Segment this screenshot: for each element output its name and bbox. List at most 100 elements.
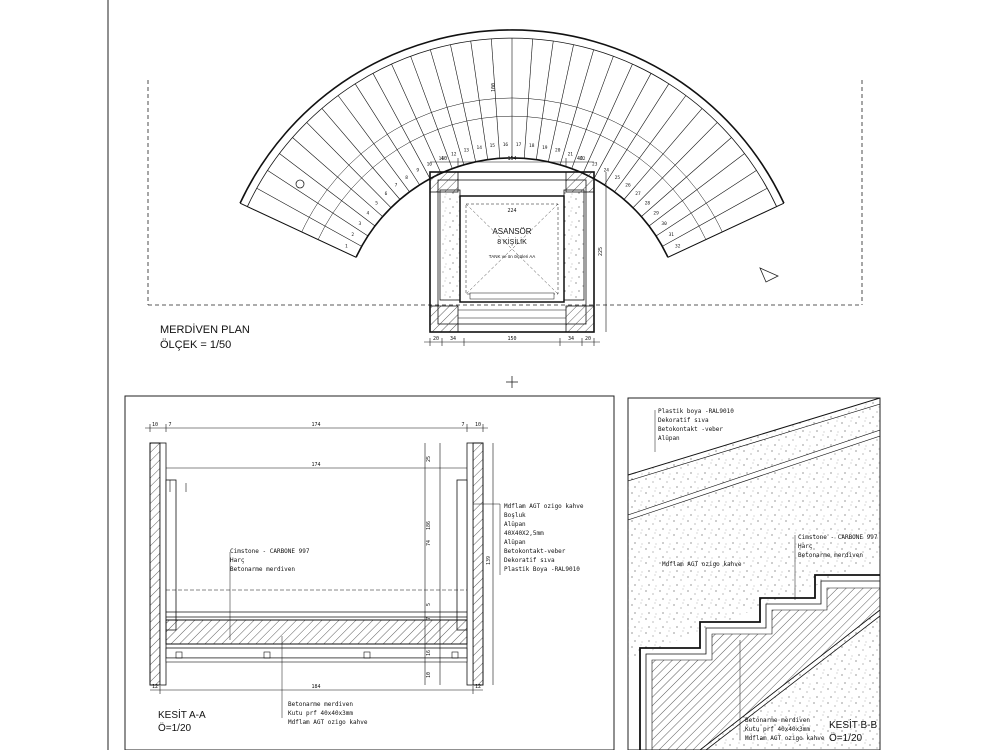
step-number: 5 (375, 201, 378, 207)
aa-dim-right-3: 5 (426, 603, 432, 606)
section-aa: 10 7 174 7 10 174 184 12 12 25 186 74 5 … (124, 395, 615, 750)
aa-dim-right-5: 16 (426, 650, 432, 656)
direction-arrow (759, 267, 779, 283)
stair-tread-line (559, 49, 594, 165)
step-number: 17 (516, 142, 522, 148)
aa-dim-right-4: 7 (426, 617, 432, 620)
stair-tread-line (523, 38, 533, 159)
step-number: 14 (476, 145, 482, 151)
aa-callout-bottom-1: Kutu prf 40x40x3mm (288, 710, 353, 717)
bb-title: KESİT B-B (829, 718, 877, 731)
plan-dim-bottom-0: 20 (433, 336, 439, 342)
bb-callout-bottom-1: Kutu prf 40x40x3mm (745, 726, 810, 733)
step-number: 2 (351, 232, 354, 238)
step-number: 13 (464, 148, 470, 154)
step-number: 32 (675, 244, 681, 250)
stair-tread-line (571, 56, 614, 169)
arc-dimension: 100 (491, 83, 497, 92)
step-number: 9 (416, 168, 419, 174)
aa-scale: Ö=1/20 (158, 722, 192, 734)
stair-tread-line (604, 83, 670, 186)
plan-dim-bottom-2: 150 (507, 336, 516, 342)
aa-callout-right-4: Alüpan (504, 539, 526, 546)
step-number: 19 (542, 145, 548, 151)
stair-tread-line (267, 170, 369, 237)
step-number: 15 (490, 143, 496, 149)
stair-tread-line (410, 56, 453, 169)
plan-dim-bottom-3: 34 (568, 336, 574, 342)
aa-dim-bottom-right: 12 (475, 684, 481, 690)
stair-tread-line (641, 137, 732, 217)
bb-callout-top-1: Dekoratif sıva (658, 417, 709, 424)
bb-callout-mid-2: Betonarme merdiven (798, 552, 863, 559)
elevator-inner-dim: 224 (507, 208, 516, 214)
aa-callout-mid-1: Harç (230, 557, 245, 564)
aa-callout-right-5: Betokontakt-veber (504, 548, 566, 555)
elevator-note: TANK ve ön ölçüleri AA (489, 254, 535, 259)
step-number: 22 (580, 156, 586, 162)
plan-title: MERDİVEN PLAN (160, 323, 250, 336)
elevator-shaft: ASANSÖR 8 KİŞİLİK TANK ve ön ölçüleri AA… (429, 171, 595, 333)
plan-dim-top-0: 40 (441, 156, 447, 162)
aa-callout-bottom-0: Betonarme merdiven (288, 701, 353, 708)
aa-title: KESİT A-A (158, 708, 206, 721)
aa-callout-right-0: Mdflam AGT ozigo kahve (504, 503, 584, 510)
plan-dim-top-1: 154 (507, 156, 516, 162)
step-number: 18 (529, 143, 535, 149)
stair-treads (247, 38, 777, 258)
stair-tread-line (337, 95, 410, 192)
step-number: 4 (367, 210, 370, 216)
step-number: 12 (451, 151, 457, 157)
stair-tread-line (667, 206, 777, 258)
bb-callout-top-0: Plastik boya -RAL9010 (658, 408, 734, 415)
step-number: 30 (661, 221, 667, 227)
stair-tread-line (548, 44, 574, 162)
aa-dim-right-6: 10 (426, 672, 432, 678)
aa-callout-mid-0: Cimstone - CARBONE 997 (230, 548, 310, 555)
bb-callout-top-2: Betokontakt -veber (658, 426, 723, 433)
crosshair-mark (506, 376, 518, 388)
aa-dim-right-0: 25 (426, 456, 432, 462)
stair-tread-line (292, 137, 383, 217)
bb-callout-mid-1: Harç (798, 543, 813, 550)
step-number: 26 (625, 183, 631, 189)
aa-callout-bottom-2: Mdflam AGT ozigo kahve (288, 719, 368, 726)
step-number: 11 (439, 156, 445, 162)
plan-dimensions: 40 154 40 20 34 150 34 20 225 (424, 156, 607, 346)
stair-tread-line (372, 73, 431, 179)
stair-tread-line (306, 122, 392, 208)
bb-callout-bottom-2: Mdflam AGT ozigo kahve (745, 735, 825, 742)
plan-dim-right: 225 (598, 247, 604, 256)
aa-callout-right-1: Boşluk (504, 512, 526, 519)
aa-callout-mid-2: Betonarme merdiven (230, 566, 295, 573)
step-number: 6 (385, 191, 388, 197)
step-number: 24 (604, 168, 610, 174)
elevator-label: ASANSÖR (492, 227, 531, 236)
step-number: 7 (395, 183, 398, 189)
aa-dim-top-1: 7 (168, 422, 171, 428)
bb-callout-mid-0: Cimstone - CARBONE 997 (798, 534, 878, 541)
step-number: 21 (568, 151, 574, 157)
stair-tread-line (256, 187, 362, 247)
stair-tread-line (582, 63, 633, 174)
step-number: 31 (669, 232, 675, 238)
aa-dim-bottom: 184 (311, 684, 320, 690)
bb-callout-fill: Mdflam AGT ozigo kahve (662, 561, 742, 568)
aa-dim-right-1: 186 (426, 521, 432, 530)
aa-dim-bottom-left: 12 (152, 684, 158, 690)
stair-tread-line (247, 206, 357, 258)
plan-dim-bottom-4: 20 (585, 336, 591, 342)
stair-tread-line (491, 38, 501, 159)
aa-callout-right-2: Alüpan (504, 521, 526, 528)
stair-tread-line (648, 153, 745, 227)
step-number: 8 (405, 175, 408, 181)
aa-callout-right-7: Plastik Boya -RAL9010 (504, 566, 580, 573)
step-number: 25 (615, 175, 621, 181)
step-number: 16 (503, 142, 509, 148)
stair-tread-line (450, 44, 476, 162)
step-number: 28 (645, 201, 651, 207)
section-bb: Plastik boya -RAL9010 Dekoratif sıva Bet… (627, 397, 881, 750)
